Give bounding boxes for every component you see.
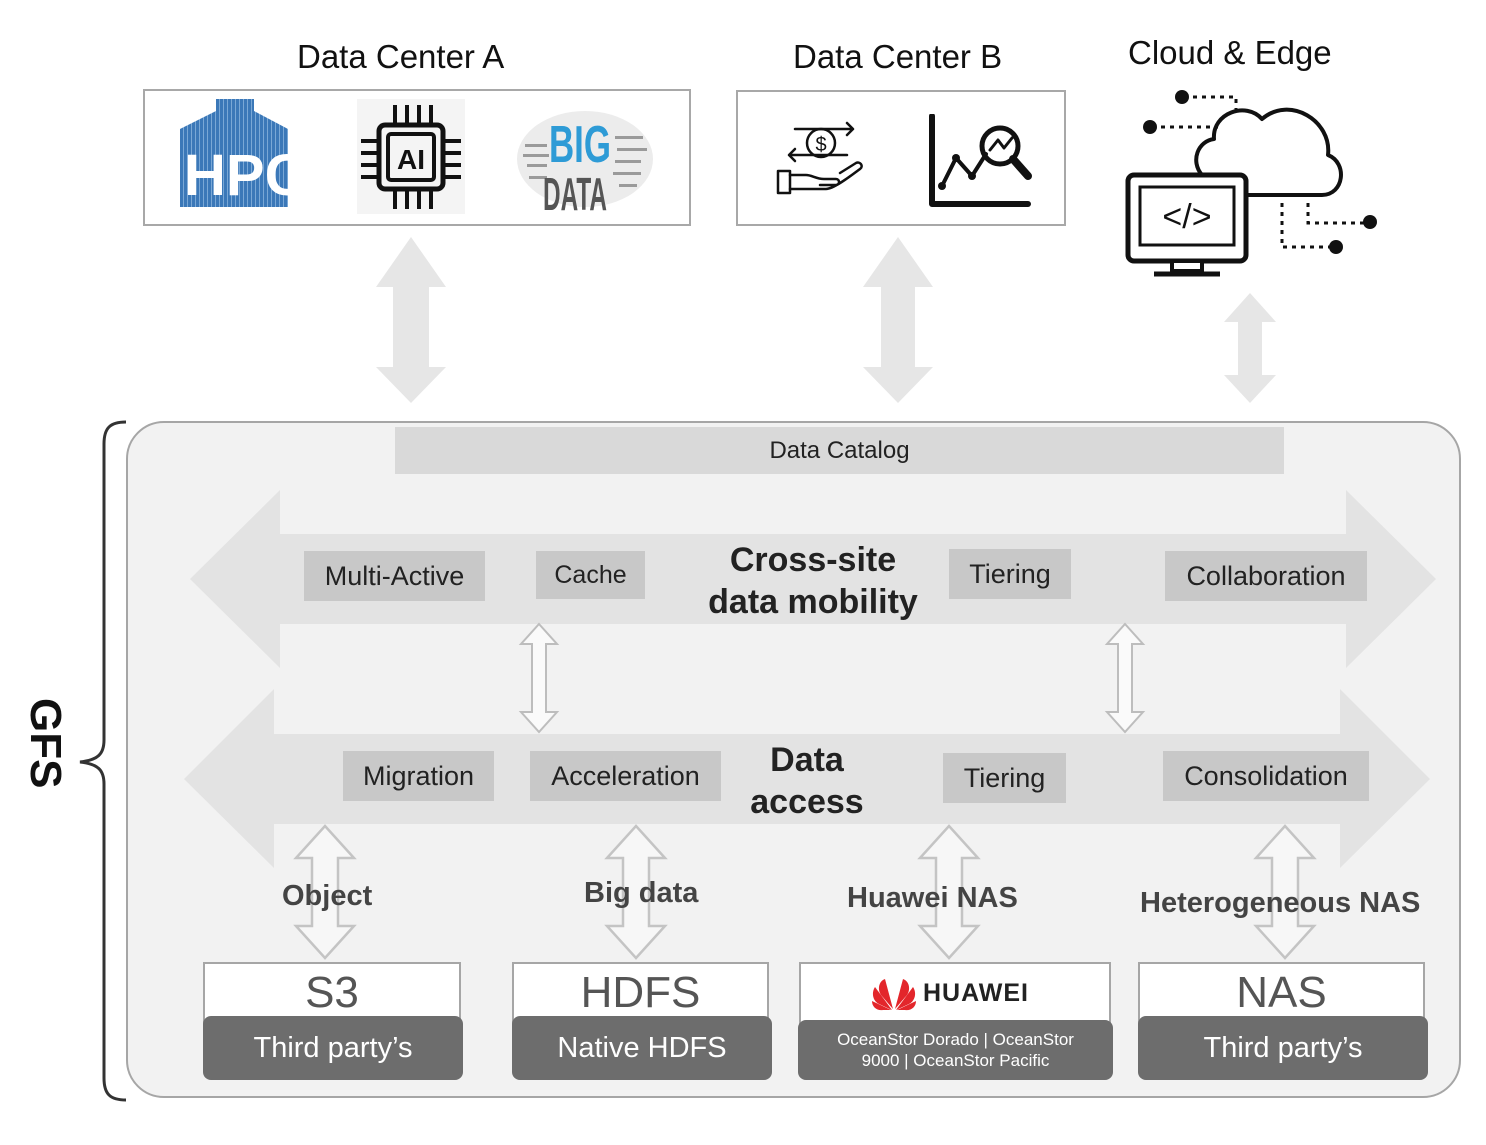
category-object: Object <box>282 880 373 912</box>
data-access-arrow <box>184 689 1430 868</box>
code-symbol: </> <box>1162 198 1211 236</box>
category-heterogeneous-nas: Heterogeneous NAS <box>1140 887 1421 919</box>
backend-nas-label: NAS <box>1138 962 1425 1024</box>
huawei-petals-icon <box>872 979 916 1011</box>
data-center-a-title: Data Center A <box>297 38 505 75</box>
right-vertical-connector <box>1104 622 1146 734</box>
data-center-b-title: Data Center B <box>793 38 1003 75</box>
chip-access-tiering: Tiering <box>943 753 1066 803</box>
chip-consolidation: Consolidation <box>1163 751 1369 801</box>
dc-a-double-arrow <box>376 237 446 403</box>
ai-chip-icon: AI <box>357 99 465 214</box>
cross-site-mobility-title: Cross-site data mobility <box>690 539 936 623</box>
backend-nas-text: NAS <box>1236 968 1327 1017</box>
backend-hdfs-label: HDFS <box>512 962 769 1024</box>
backend-connector-arrows <box>293 824 1317 960</box>
backend-s3-text: S3 <box>305 968 359 1017</box>
backend-huawei-products: OceanStor Dorado | OceanStor 9000 | Ocea… <box>798 1020 1113 1080</box>
big-word: BIG <box>549 116 611 174</box>
data-word: DATA <box>543 168 607 214</box>
huawei-nas-connector <box>917 824 981 960</box>
huawei-logo: HUAWEI <box>862 968 1038 1018</box>
top-connection-arrows <box>376 237 1276 403</box>
cloud-computer-icon: </> <box>1125 90 1377 277</box>
chip-acceleration: Acceleration <box>530 751 721 801</box>
cloud-edge-title: Cloud & Edge <box>1128 34 1332 71</box>
object-connector <box>293 824 357 960</box>
ai-chip-label: AI <box>397 144 425 175</box>
huawei-products-line1: OceanStor Dorado | OceanStor <box>837 1030 1074 1049</box>
data-access-title-line1: Data <box>770 741 844 779</box>
money-hand-icon: $ <box>776 121 863 195</box>
backend-s3-label: S3 <box>203 962 461 1024</box>
chip-migration: Migration <box>343 751 494 801</box>
data-catalog-bar: Data Catalog <box>395 427 1284 474</box>
backend-hdfs-text: HDFS <box>580 968 701 1017</box>
cross-site-title-line2: data mobility <box>708 583 918 621</box>
data-access-title-line2: access <box>750 783 864 821</box>
chip-cache: Cache <box>536 551 645 599</box>
huawei-logo-text: HUAWEI <box>923 978 1029 1007</box>
band-connector-arrows <box>518 622 1146 734</box>
bigdata-connector <box>604 824 668 960</box>
backend-s3-provider: Third party’s <box>203 1016 463 1080</box>
cloud-double-arrow <box>1224 293 1276 403</box>
hetero-nas-connector <box>1253 824 1317 960</box>
backend-nas-provider: Third party’s <box>1138 1016 1428 1080</box>
left-vertical-connector <box>518 622 560 734</box>
chip-collaboration: Collaboration <box>1165 551 1367 601</box>
backend-hdfs-provider: Native HDFS <box>512 1016 772 1080</box>
chip-multi-active: Multi-Active <box>304 551 485 601</box>
cross-site-title-line1: Cross-site <box>729 541 897 579</box>
chip-mobility-tiering: Tiering <box>949 549 1071 599</box>
gfs-brace <box>79 420 127 1102</box>
analytics-chart-icon <box>929 114 1032 207</box>
category-huawei-nas: Huawei NAS <box>847 882 1018 914</box>
data-access-title: Data access <box>737 739 877 823</box>
hpc-logo-icon: HPC <box>180 99 290 208</box>
big-data-cloud-icon: BIG DATA <box>517 111 653 214</box>
dollar-sign: $ <box>815 134 826 156</box>
dc-b-double-arrow <box>863 237 933 403</box>
hpc-letter-h: HPC <box>184 143 290 208</box>
huawei-products-line2: 9000 | OceanStor Pacific <box>861 1051 1050 1070</box>
category-big-data: Big data <box>584 877 699 909</box>
